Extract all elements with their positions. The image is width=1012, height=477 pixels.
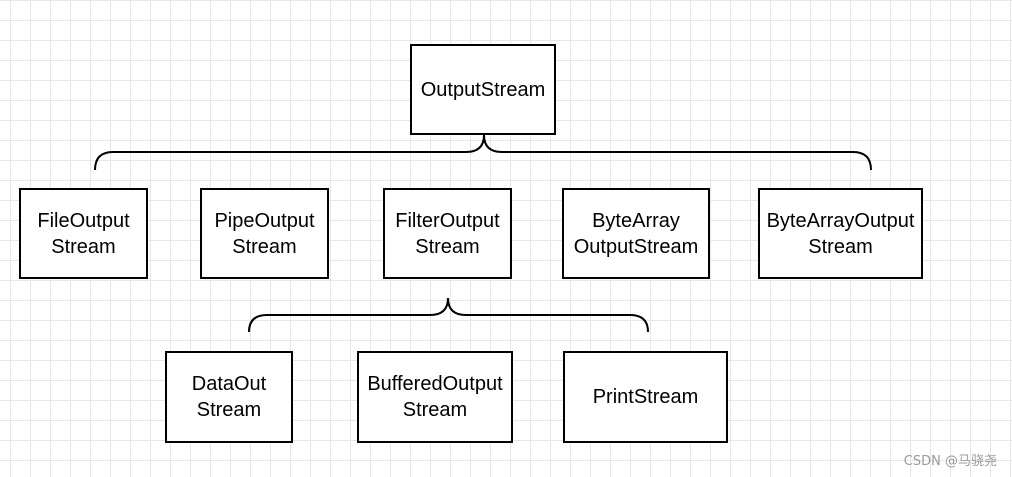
node-filteroutputstream[interactable]: FilterOutput Stream [383,188,512,279]
node-dataoutstream[interactable]: DataOut Stream [165,351,293,443]
node-pipeoutputstream[interactable]: PipeOutput Stream [200,188,329,279]
node-bytearrayoutputstream-2[interactable]: ByteArrayOutput Stream [758,188,923,279]
node-fileoutputstream[interactable]: FileOutput Stream [19,188,148,279]
node-bufferedoutputstream[interactable]: BufferedOutput Stream [357,351,513,443]
node-printstream[interactable]: PrintStream [563,351,728,443]
top-brace [94,134,872,171]
csdn-watermark: CSDN @马骁尧 [903,454,997,469]
node-outputstream[interactable]: OutputStream [410,44,556,135]
node-bytearrayoutputstream[interactable]: ByteArray OutputStream [562,188,710,279]
bottom-brace [248,297,649,333]
